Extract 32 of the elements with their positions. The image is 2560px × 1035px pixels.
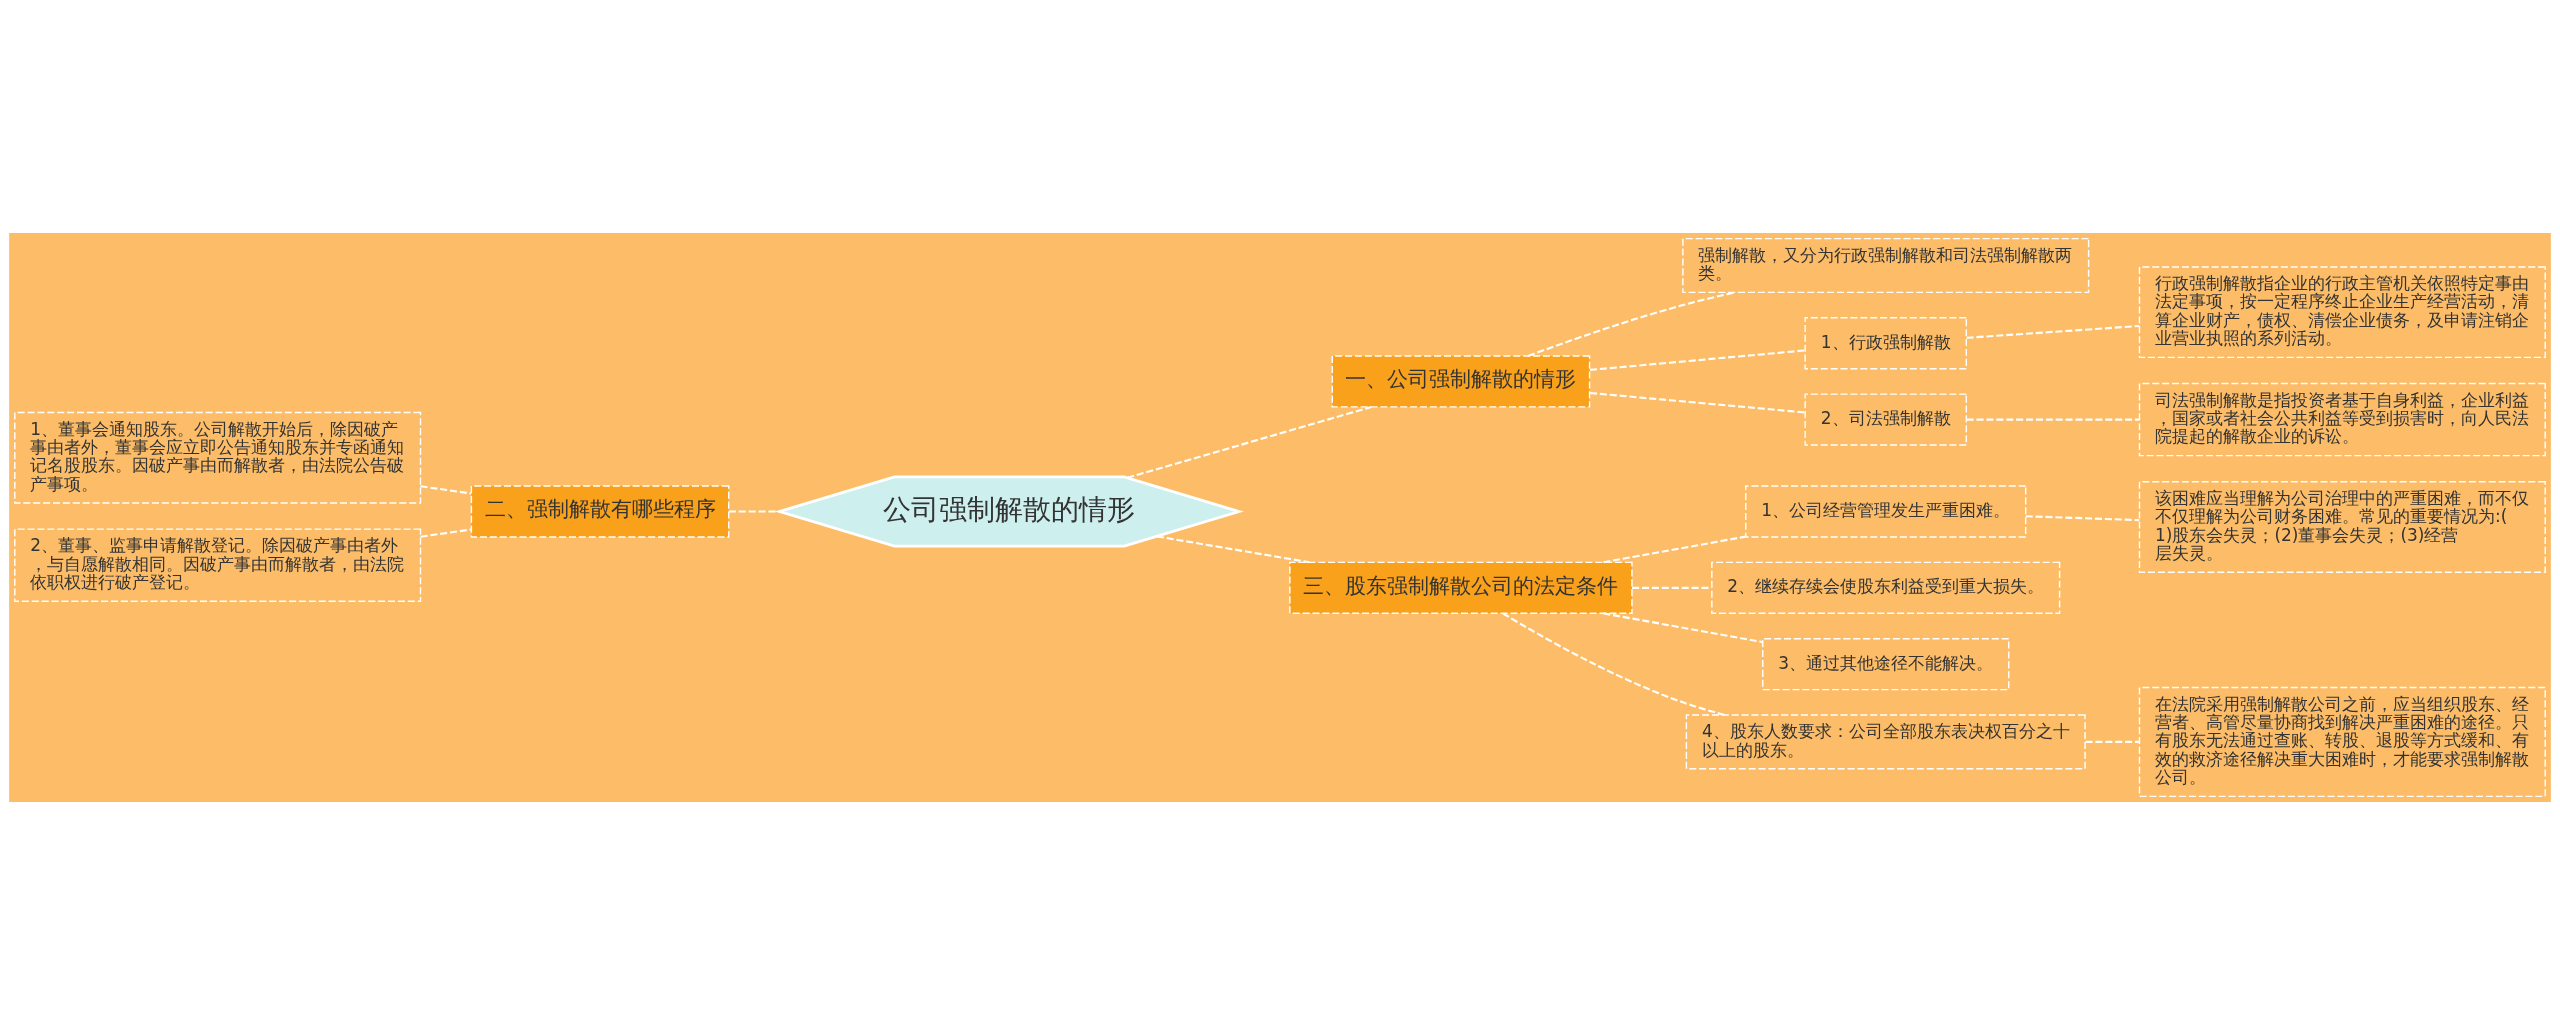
- connector: [1590, 391, 1805, 414]
- node-box: 1、行政强制解散: [1804, 317, 1967, 370]
- node-box: 2、董事、监事申请解散登记。除因破产事由者外，与自愿解散相同。因破产事由而解散者，由法院依职权进行破产登记。: [14, 528, 422, 602]
- node-box: 3、通过其他途径不能解决。: [1762, 638, 2010, 691]
- connector: [1527, 291, 1736, 357]
- node-box: 2、司法强制解散: [1804, 393, 1967, 446]
- node-box: 在法院采用强制解散公司之前，应当组织股东、经营者、高管尽量协商找到解决严重困难的途径。只有股东无法通过查账、转股、退股等方式缓和、有效的救济途径解决重大困难时，才能要求强制解散公司。: [2138, 686, 2546, 798]
- connector: [420, 528, 472, 538]
- connector: [1966, 418, 2140, 421]
- node-box: 1、公司经营管理发生严重困难。: [1745, 485, 2027, 538]
- connector: [1603, 535, 1746, 564]
- node-box: 行政强制解散指企业的行政主管机关依照特定事由法定事项，按一定程序终止企业生产经营活动，清算企业财产，债权、清偿企业债务，及申请注销企业营业执照的系列活动。: [2138, 266, 2546, 359]
- node-box: 4、股东人数要求：公司全部股东表决权百分之十以上的股东。: [1685, 714, 2086, 770]
- node-box: 1、董事会通知股东。公司解散开始后，除因破产事由者外，董事会应立即公告通知股东并专函通知记名股股东。因破产事由而解散者，由法院公告破产事项。: [14, 411, 422, 504]
- node-box: 一、公司强制解散的情形: [1331, 355, 1591, 408]
- node-box: 该困难应当理解为公司治理中的严重困难，而不仅不仅理解为公司财务困难。常见的重要情况为:(1)股东会失灵；(2)董事会失灵；(3)经营层失灵。: [2138, 481, 2546, 573]
- connector: [420, 485, 472, 495]
- connector: [1127, 405, 1372, 479]
- node-box: 二、强制解散有哪些程序: [470, 485, 730, 538]
- node-box: 司法强制解散是指投资者基于自身利益，企业利益，国家或者社会公共利益等受到损害时，向人民法院提起的解散企业的诉讼。: [2138, 382, 2546, 457]
- node-box: 强制解散，又分为行政强制解散和司法强制解散两类。: [1682, 237, 2090, 294]
- connector: [2085, 740, 2140, 743]
- connector: [1632, 586, 1712, 589]
- connector: [1156, 535, 1310, 564]
- connector: [1603, 612, 1763, 644]
- node-box: 2、继续存续会使股东利益受到重大损失。: [1711, 561, 2061, 614]
- connector: [728, 510, 780, 513]
- connector: [1590, 349, 1805, 371]
- connector: [1966, 324, 2140, 339]
- connector: [1502, 612, 1726, 716]
- node-box: 三、股东强制解散公司的法定条件: [1289, 561, 1633, 614]
- connector: [2025, 515, 2140, 522]
